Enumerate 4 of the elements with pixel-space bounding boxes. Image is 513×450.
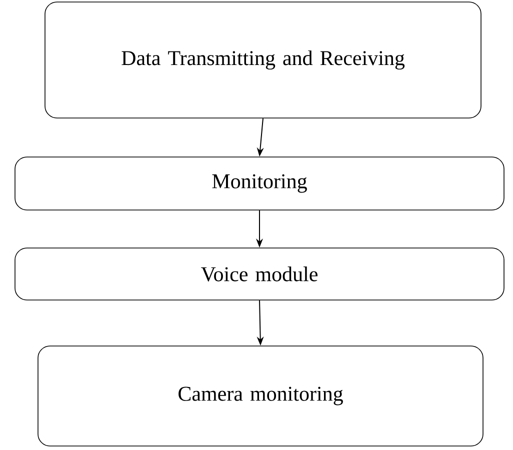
process-box: Monitoring	[14, 156, 504, 210]
process-box: Data Transmitting and Receiving	[44, 2, 482, 118]
process-box: Voice module	[14, 248, 504, 300]
process-box: Camera monitoring	[38, 346, 484, 446]
